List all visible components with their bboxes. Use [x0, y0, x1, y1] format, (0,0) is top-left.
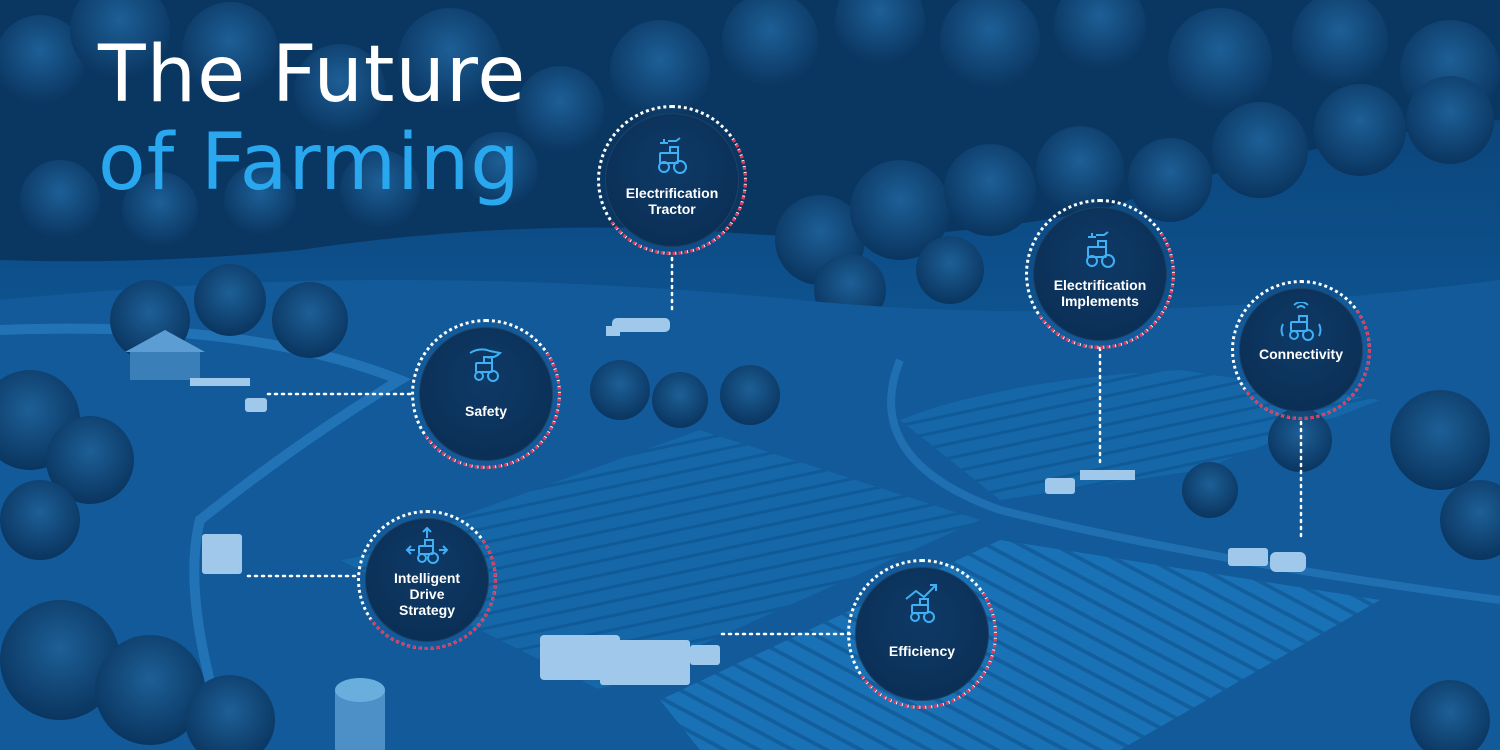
connector-lines: [246, 256, 1303, 636]
tree-cluster-left: [0, 264, 1500, 750]
hotspot-label-line: Intelligent: [393, 570, 461, 586]
tree-cluster-mid: [775, 76, 1494, 326]
arrows-tractor-icon: [405, 526, 449, 564]
plug-tractor-icon: [1086, 231, 1115, 268]
hotspot-electrification-tractor[interactable]: Electrification Tractor: [585, 93, 759, 267]
hotspot-label-line: Electrification: [1053, 277, 1147, 293]
hotspot-safety[interactable]: Safety: [399, 307, 573, 481]
hotspot-intelligent-drive-strategy[interactable]: Intelligent Drive Strategy: [345, 498, 509, 662]
hotspot-label: Efficiency: [888, 643, 956, 659]
hotspot-label: Safety: [464, 403, 508, 419]
hotspot-label: Connectivity: [1258, 346, 1343, 362]
crop-field-center: [340, 430, 980, 690]
title-line-1: The Future: [98, 30, 527, 120]
hotspot-label-line: Implements: [1061, 293, 1139, 309]
hotspot-label-line: Strategy: [398, 602, 456, 618]
plug-tractor-icon: [658, 137, 687, 174]
wireless-tractor-icon: [1280, 302, 1322, 341]
silo: [335, 678, 385, 750]
crop-field-bottom: [660, 540, 1380, 750]
farmhouse: [125, 330, 205, 380]
page-title: The Future of Farming: [98, 36, 526, 202]
hotspot-electrification-implements[interactable]: Electrification Implements: [1013, 187, 1187, 361]
hotspot-label-line: Tractor: [648, 201, 696, 217]
chart-tractor-icon: [905, 584, 937, 623]
hotspot-label-line: Electrification: [625, 185, 719, 201]
title-line-2: of Farming: [98, 118, 521, 208]
vehicles: [190, 318, 1306, 685]
hotspot-label-line: Drive: [409, 586, 445, 602]
road-left: [0, 323, 412, 750]
road-right: [887, 358, 1500, 604]
hotspot-efficiency[interactable]: Efficiency: [835, 547, 1009, 721]
hotspot-connectivity[interactable]: Connectivity: [1219, 268, 1383, 432]
hand-tractor-icon: [469, 348, 503, 382]
